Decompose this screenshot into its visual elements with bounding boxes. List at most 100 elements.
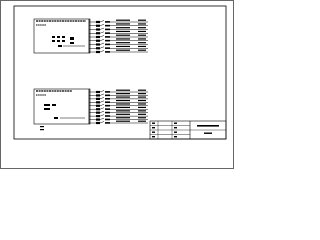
circuit-row — [89, 120, 148, 125]
panel-2-box — [33, 88, 91, 125]
panel-1-meter-cluster — [52, 36, 74, 44]
breaker-contact — [99, 35, 105, 38]
circuit-row — [89, 49, 148, 54]
breaker-contact — [99, 50, 105, 53]
drawing-frame — [13, 5, 227, 140]
panel-1-circuits — [89, 19, 148, 54]
circuit-breaker — [96, 39, 100, 42]
circuit-breaker — [96, 94, 100, 97]
circuit-id — [105, 32, 110, 34]
circuit-row — [89, 38, 148, 42]
circuit-breaker — [96, 20, 100, 24]
breaker-contact — [99, 39, 105, 41]
circuit-spec — [116, 93, 130, 95]
circuit-id — [105, 108, 110, 110]
circuit-spec — [116, 30, 130, 33]
breaker-contact — [99, 97, 105, 100]
circuit-load — [138, 106, 146, 109]
breaker-contact — [99, 107, 105, 110]
circuit-breaker — [96, 111, 100, 114]
breaker-contact — [99, 121, 105, 124]
circuit-load — [138, 19, 146, 21]
circuit-load — [138, 45, 146, 48]
breaker-contact — [99, 46, 105, 49]
circuit-spec — [116, 34, 130, 36]
circuit-spec — [116, 27, 130, 29]
circuit-id — [105, 94, 110, 97]
circuit-spec — [116, 113, 130, 115]
breaker-contact — [99, 114, 105, 117]
circuit-id — [105, 97, 110, 100]
panel-1-main-breaker — [58, 45, 62, 47]
circuit-id — [105, 39, 110, 42]
panel-2-main-breaker — [54, 117, 58, 119]
title-block-drawing-title — [197, 125, 219, 127]
circuit-spec — [116, 23, 130, 25]
circuit-load — [138, 110, 146, 112]
cad-drawing-sheet — [0, 0, 234, 169]
circuit-id — [105, 101, 110, 104]
breaker-contact — [99, 117, 105, 120]
circuit-breaker — [96, 35, 100, 39]
panel-2-left-notes — [40, 126, 44, 131]
circuit-row — [89, 19, 148, 24]
circuit-load — [138, 113, 146, 115]
circuit-load — [138, 117, 146, 119]
breaker-contact — [99, 93, 105, 96]
circuit-row — [89, 117, 148, 121]
circuit-id — [105, 91, 110, 93]
circuit-row — [89, 93, 148, 97]
circuit-load — [138, 30, 146, 33]
panel-2 — [33, 88, 148, 131]
circuit-id — [105, 24, 110, 27]
circuit-row — [89, 103, 148, 107]
breaker-contact — [99, 31, 105, 34]
circuit-row — [89, 106, 148, 111]
circuit-id — [105, 111, 110, 114]
circuit-row — [89, 34, 148, 39]
circuit-row — [89, 23, 148, 27]
circuit-spec — [116, 96, 130, 98]
circuit-row — [89, 99, 148, 104]
circuit-row — [89, 96, 148, 100]
circuit-breaker — [96, 118, 100, 121]
breaker-contact — [99, 24, 105, 26]
circuit-id — [105, 28, 110, 31]
circuit-id — [105, 36, 110, 38]
circuit-load — [138, 120, 146, 122]
breaker-contact — [99, 20, 105, 23]
breaker-contact — [99, 90, 105, 93]
circuit-spec — [116, 38, 130, 40]
circuit-id — [105, 104, 110, 107]
circuit-spec — [116, 110, 130, 112]
sheet-outer-border — [0, 0, 234, 169]
circuit-row — [89, 42, 148, 46]
circuit-row — [89, 45, 148, 50]
circuit-row — [89, 27, 148, 31]
circuit-spec — [116, 99, 130, 102]
circuit-breaker — [96, 108, 100, 111]
circuit-breaker — [96, 32, 100, 35]
breaker-contact — [99, 100, 105, 103]
circuit-breaker — [96, 90, 100, 94]
breaker-contact — [99, 104, 105, 107]
circuit-spec — [116, 120, 130, 122]
circuit-load — [138, 103, 146, 105]
circuit-load — [138, 23, 146, 25]
circuit-spec — [116, 106, 130, 109]
circuit-row — [89, 113, 148, 118]
circuit-breaker — [96, 47, 100, 50]
circuit-load — [138, 34, 146, 36]
circuit-spec — [116, 42, 130, 44]
breaker-contact — [99, 110, 105, 113]
circuit-id — [105, 118, 110, 121]
circuit-id — [105, 47, 110, 49]
circuit-id — [105, 43, 110, 46]
breaker-contact — [99, 42, 105, 45]
circuit-row — [89, 110, 148, 114]
circuit-load — [138, 89, 146, 91]
circuit-breaker — [96, 115, 100, 118]
circuit-spec — [116, 45, 130, 48]
circuit-spec — [116, 19, 130, 21]
title-block-drawing-number — [204, 132, 212, 134]
